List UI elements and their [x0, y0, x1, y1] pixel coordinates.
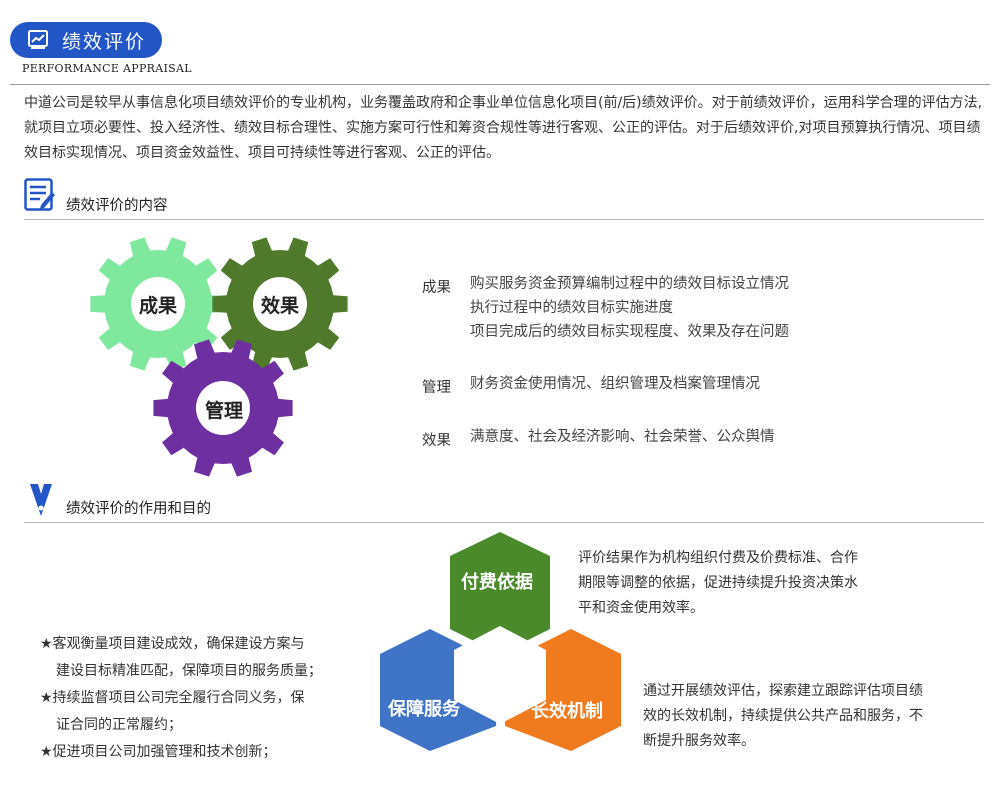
item-category-effect: 效果: [422, 433, 451, 449]
purpose-text-line: 评价结果作为机构组织付费及价费标准、合作: [578, 550, 858, 566]
gear-purple-hub: [196, 381, 250, 435]
gear-light-hub: [131, 277, 185, 331]
gear-management: [153, 339, 293, 477]
purpose-text-line: 通过开展绩效评估，探索建立跟踪评估项目绩: [643, 683, 923, 699]
item-effect-line: 满意度、社会及经济影响、社会荣誉、公众舆情: [470, 429, 775, 445]
pen-nib-icon: [30, 484, 52, 516]
hex-label-right: 长效机制: [531, 701, 603, 722]
bullet-line: 证合同的正常履约；: [56, 717, 182, 733]
purpose-divider: [24, 522, 984, 523]
hex-label-left: 保障服务: [388, 699, 460, 720]
intro-paragraph: 中道公司是较早从事信息化项目绩效评价的专业机构，业务覆盖政府和企事业单位信息化项…: [24, 95, 983, 161]
purpose-text-line: 平和资金使用效率。: [578, 600, 704, 616]
item-result-line: 购买服务资金预算编制过程中的绩效目标设立情况: [470, 276, 789, 292]
item-category-result: 成果: [422, 280, 451, 296]
item-result-details: 购买服务资金预算编制过程中的绩效目标设立情况 执行过程中的绩效目标实施进度 项目…: [470, 272, 789, 344]
content-divider: [24, 219, 984, 220]
item-category-management: 管理: [422, 380, 451, 396]
purpose-section-title: 绩效评价的作用和目的: [66, 501, 211, 517]
gear-dark-hub: [253, 277, 307, 331]
hex-label-top: 付费依据: [461, 572, 533, 593]
gear-label-result: 成果: [138, 295, 177, 317]
document-list-icon: [24, 178, 55, 211]
purpose-text-line: 断提升服务效率。: [643, 733, 755, 749]
purpose-text-payment: 评价结果作为机构组织付费及价费标准、合作 期限等调整的依据，促进持续提升投资决策…: [578, 546, 938, 621]
gear-label-management: 管理: [204, 400, 243, 422]
purpose-bullets: ★客观衡量项目建设成效，确保建设方案与 建设目标精准匹配，保障项目的服务质量； …: [40, 631, 380, 766]
bullet-line: ★促进项目公司加强管理和技术创新；: [40, 744, 277, 760]
purpose-text-line: 效的长效机制，持续提供公共产品和服务，不: [643, 708, 923, 724]
purpose-text-line: 期限等调整的依据，促进持续提升投资决策水: [578, 575, 858, 591]
hexagon-graphic: [380, 532, 621, 751]
chart-board-icon: [28, 30, 48, 49]
bullet-line: ★客观衡量项目建设成效，确保建设方案与: [40, 636, 305, 652]
gear-result: [90, 237, 226, 371]
gear-label-effect: 效果: [260, 295, 299, 317]
hex-top: [450, 532, 550, 654]
content-section-title: 绩效评价的内容: [66, 198, 168, 214]
bullet-line: 建设目标精准匹配，保障项目的服务质量；: [56, 663, 322, 679]
bullet-line: ★持续监督项目公司完全履行合同义务，保: [40, 690, 305, 706]
gear-effect: [212, 237, 348, 371]
page-subtitle: PERFORMANCE APPRAISAL: [22, 62, 192, 75]
item-result-line: 执行过程中的绩效目标实施进度: [470, 300, 673, 316]
purpose-text-mechanism: 通过开展绩效评估，探索建立跟踪评估项目绩 效的长效机制，持续提供公共产品和服务，…: [643, 679, 993, 754]
hex-center: [454, 626, 546, 724]
page-title: 绩效评价: [62, 30, 147, 53]
section-title-pill: 绩效评价: [10, 22, 162, 58]
item-result-line: 项目完成后的绩效目标实现程度、效果及存在问题: [470, 324, 789, 340]
item-management-line: 财务资金使用情况、组织管理及档案管理情况: [470, 376, 760, 392]
gears-graphic: [90, 237, 348, 477]
header-divider: [10, 84, 990, 85]
